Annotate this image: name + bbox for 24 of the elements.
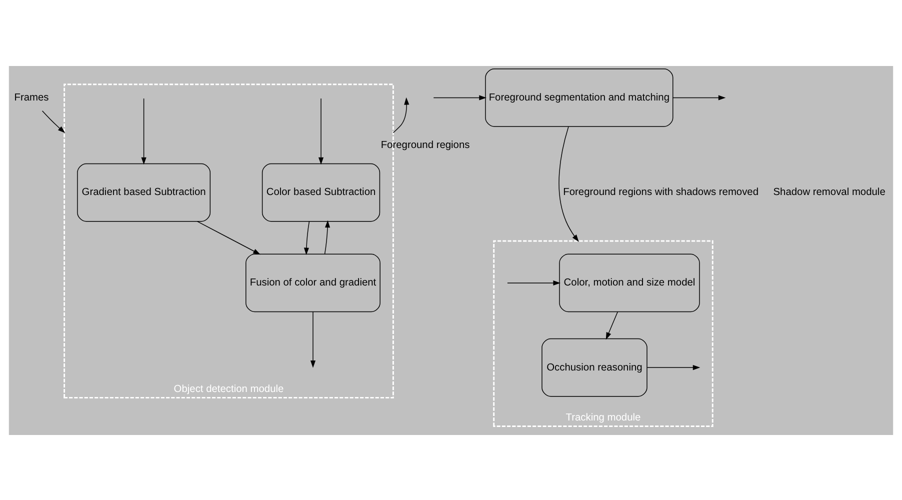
- node-box: Color, motion and size model: [559, 253, 700, 312]
- arrow: [324, 220, 330, 254]
- arrow: [304, 220, 310, 255]
- arrow: [318, 98, 324, 164]
- arrow: [433, 94, 486, 100]
- arrow: [196, 220, 260, 254]
- node-box: Gradient based Subtraction: [77, 162, 211, 222]
- node-box: Color based Subtraction: [262, 162, 380, 222]
- edge-label: Foreground regions: [380, 139, 470, 150]
- arrow: [558, 126, 579, 242]
- arrow: [672, 94, 726, 100]
- arrow: [646, 364, 700, 370]
- arrow: [392, 96, 410, 133]
- node-box: Foreground segmentation and matching: [485, 68, 674, 126]
- arrow: [310, 310, 316, 368]
- arrow: [42, 110, 66, 133]
- node-text: Frames: [14, 92, 49, 103]
- label: Shadow removal module: [773, 186, 886, 198]
- arrow: [141, 98, 146, 164]
- arrow: [507, 280, 561, 285]
- node-box: Fusion of color and gradient: [246, 253, 380, 312]
- edge-label: Foreground regions with shadows removed: [563, 186, 759, 198]
- node-box: Occhusion reasoning: [542, 338, 648, 396]
- arrow: [606, 310, 618, 340]
